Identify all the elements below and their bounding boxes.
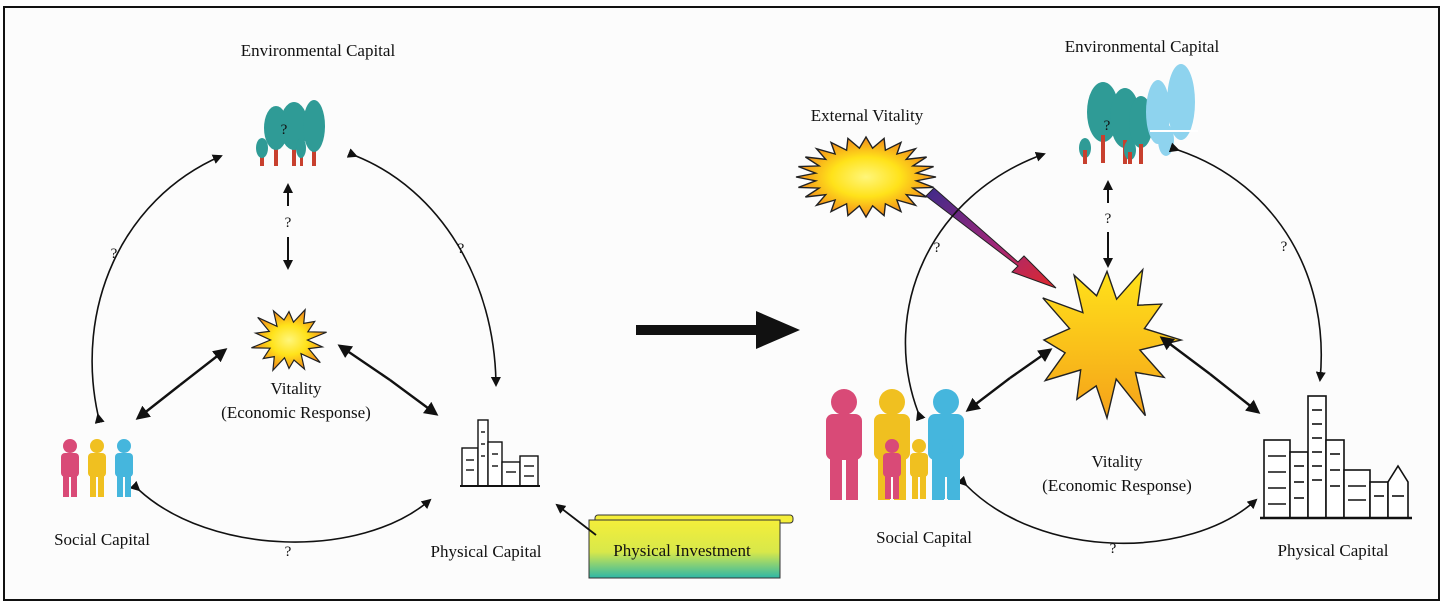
investment-to-physical-arrow <box>555 503 597 536</box>
left-environmental-capital-label: Environmental Capital <box>241 41 396 60</box>
left-physical-env-question-mark: ? <box>458 241 465 257</box>
right-social-env-question-mark: ? <box>934 240 941 256</box>
left-social-physical-arc <box>129 480 432 543</box>
left-tree-question-mark: ? <box>281 122 288 138</box>
right-vitality-label: Vitality <box>1092 452 1143 471</box>
burst-icon <box>795 135 937 219</box>
right-physical-capital-label: Physical Capital <box>1278 541 1389 560</box>
people-icon <box>826 389 964 500</box>
trees-icon <box>1079 64 1198 164</box>
trees-icon <box>256 100 325 166</box>
left-physical-vitality-arrow <box>337 344 391 381</box>
right-physical-vitality-arrow <box>1159 336 1211 375</box>
burst-icon <box>1042 267 1184 421</box>
left-vitality-physical-arrow <box>389 379 439 416</box>
city-icon <box>460 419 540 487</box>
left-social-capital-label: Social Capital <box>54 530 150 549</box>
external-vitality-label: External Vitality <box>811 106 924 125</box>
right-physical-env-arc <box>1168 142 1326 382</box>
burst-icon <box>251 307 327 373</box>
right-vitality-social-arrow <box>965 377 1011 412</box>
left-env-vitality-question-mark: ? <box>285 215 292 231</box>
right-social-env-arc <box>904 152 1046 422</box>
left-economic-response-label: (Economic Response) <box>221 403 371 422</box>
right-social-physical-arc <box>956 475 1258 545</box>
right-tree-question-mark: ? <box>1104 118 1111 134</box>
right-arrow-icon <box>636 311 800 349</box>
right-social-vitality-arrow <box>1009 348 1053 379</box>
physical-investment-label: Physical Investment <box>613 541 751 560</box>
right-environmental-capital-label: Environmental Capital <box>1065 37 1220 56</box>
left-social-env-question-mark: ? <box>111 246 118 262</box>
right-social-capital-label: Social Capital <box>876 528 972 547</box>
left-vitality-social-arrow <box>135 384 181 420</box>
left-physical-capital-label: Physical Capital <box>431 542 542 561</box>
left-social-env-arc <box>91 154 223 424</box>
left-physical-env-arc <box>346 148 501 387</box>
right-env-vitality-question-mark: ? <box>1105 211 1112 227</box>
people-icon <box>61 439 133 497</box>
right-physical-env-question-mark: ? <box>1281 239 1288 255</box>
left-social-vitality-arrow <box>179 348 228 386</box>
left-vitality-label: Vitality <box>271 379 322 398</box>
left-social-physical-question-mark: ? <box>285 544 292 560</box>
right-vitality-physical-arrow <box>1209 373 1261 414</box>
scroll-icon <box>588 514 794 579</box>
right-economic-response-label: (Economic Response) <box>1042 476 1192 495</box>
right-social-physical-question-mark: ? <box>1110 541 1117 557</box>
external-vitality-arrow <box>925 187 1057 289</box>
city-icon <box>1260 395 1412 520</box>
